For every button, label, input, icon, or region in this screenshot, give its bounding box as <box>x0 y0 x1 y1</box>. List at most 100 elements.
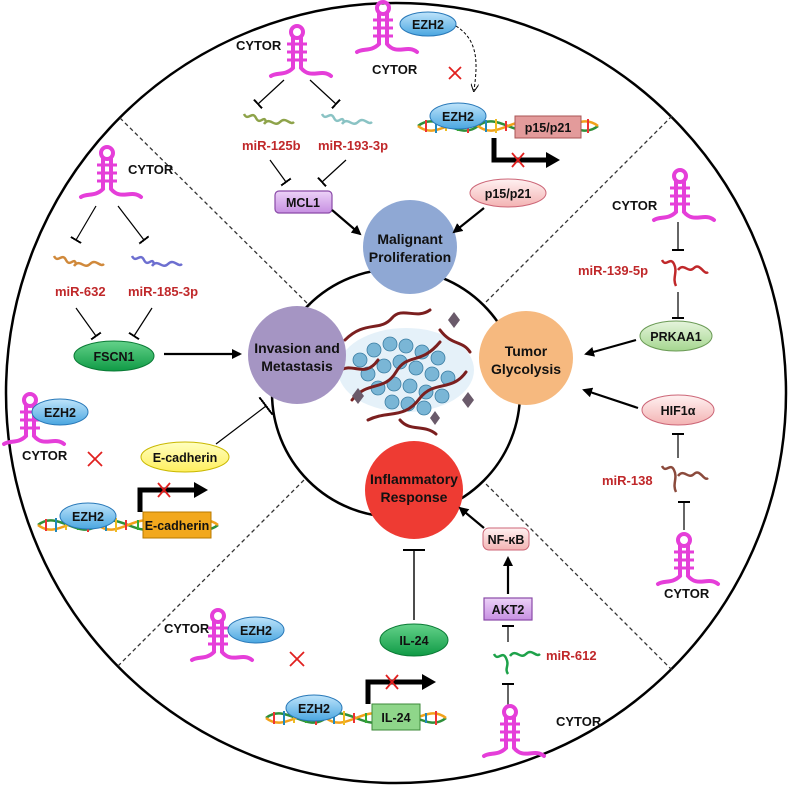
hub-tumor-glycolysis: Tumor Glycolysis <box>479 311 573 405</box>
prkaa1-label: PRKAA1 <box>650 330 701 344</box>
p15p21-protein-label: p15/p21 <box>485 187 532 201</box>
hub-malignant-proliferation: Malignant Proliferation <box>363 200 457 294</box>
nfkb-box <box>482 527 530 551</box>
ecadherin-gene-label: E-cadherin <box>145 519 210 533</box>
activate-edge <box>458 506 485 529</box>
mir-632-icon <box>52 255 105 267</box>
mir-139-label: miR-139-5p <box>578 263 648 278</box>
hub-label: Proliferation <box>369 249 451 265</box>
ezh2-label: EZH2 <box>298 702 330 716</box>
block-cross-icon <box>511 152 525 168</box>
mir-138-icon <box>660 465 709 493</box>
inhibit-edge <box>309 79 341 110</box>
hub-inflammatory-response: Inflammatory Response <box>365 441 463 539</box>
akt2-label: AKT2 <box>492 603 525 617</box>
ezh2-label: EZH2 <box>240 624 272 638</box>
mcl1-box <box>274 190 333 214</box>
left-sector: CYTOR miR-632 miR-185-3p FSCN1 EZH2 CYTO… <box>2 145 266 539</box>
block-cross-icon <box>87 451 103 467</box>
ezh2-protein <box>227 616 285 644</box>
prkaa1-protein <box>639 320 713 352</box>
tumor-tissue-image <box>336 308 474 436</box>
mcl1-label: MCL1 <box>286 196 320 210</box>
block-cross-icon <box>385 674 399 690</box>
activate-edge <box>582 387 639 410</box>
hub-label: Invasion and <box>254 340 340 356</box>
mir-612-icon <box>492 650 541 675</box>
inhibit-edge <box>253 79 285 110</box>
cytor-label: CYTOR <box>664 586 710 601</box>
inhibit-edge <box>215 406 266 445</box>
nfkb-label: NF-κB <box>488 533 525 547</box>
mir-185-label: miR-185-3p <box>128 284 198 299</box>
inhibit-edge <box>70 205 97 244</box>
top-sector: CYTOR miR-125b miR-193-3p MCL1 EZH2 CYTO… <box>236 0 600 236</box>
ezh2-protein <box>31 398 89 426</box>
ezh2-label: EZH2 <box>44 406 76 420</box>
sector-dividers <box>117 115 673 671</box>
ezh2-protein <box>429 102 487 130</box>
inhibit-edge <box>75 307 102 341</box>
activate-edge <box>331 209 362 236</box>
inhibit-edge <box>117 205 150 245</box>
mir-138-label: miR-138 <box>602 473 653 488</box>
fscn1-label: FSCN1 <box>94 350 135 364</box>
hif1a-label: HIF1α <box>661 404 696 418</box>
hub-label: Inflammatory <box>370 471 458 487</box>
hub-label: Response <box>381 489 448 505</box>
inhibit-edge <box>128 307 153 341</box>
hif1a-protein <box>641 394 715 426</box>
hub-label: Metastasis <box>261 358 333 374</box>
ezh2-protein <box>399 11 457 37</box>
ecadherin-protein <box>140 441 230 473</box>
inhibit-edge <box>269 159 292 187</box>
ezh2-protein <box>285 694 343 722</box>
activate-edge <box>452 207 485 234</box>
mir-125b-icon <box>242 113 295 125</box>
hub-label: Glycolysis <box>491 361 561 377</box>
transcription-arrow <box>137 487 196 512</box>
akt2-box <box>483 597 533 621</box>
mir-193-label: miR-193-3p <box>318 138 388 153</box>
block-cross-icon <box>448 66 462 80</box>
cytor-label: CYTOR <box>612 198 658 213</box>
ecadherin-label: E-cadherin <box>153 451 218 465</box>
p15p21-protein <box>469 178 547 208</box>
mir-632-label: miR-632 <box>55 284 106 299</box>
inhibit-edge <box>317 159 347 188</box>
cytor-label: CYTOR <box>372 62 418 77</box>
cytor-label: CYTOR <box>128 162 174 177</box>
block-cross-icon <box>157 482 171 498</box>
il24-protein <box>379 623 449 657</box>
mir-139-icon <box>660 259 709 287</box>
il24-label: IL-24 <box>399 634 428 648</box>
transcription-arrow <box>365 679 424 704</box>
mir-193-icon <box>320 113 373 125</box>
il24-gene-label: IL-24 <box>381 711 410 725</box>
ezh2-label: EZH2 <box>412 18 444 32</box>
dashed-arrow <box>455 25 476 90</box>
mir-612-label: miR-612 <box>546 648 597 663</box>
cytor-label: CYTOR <box>236 38 282 53</box>
hub-invasion-metastasis: Invasion and Metastasis <box>248 306 346 404</box>
ezh2-label: EZH2 <box>72 510 104 524</box>
cytor-label: CYTOR <box>164 621 210 636</box>
hub-label: Malignant <box>377 231 443 247</box>
cytor-label: CYTOR <box>22 448 68 463</box>
ecadherin-gene-box <box>142 511 212 539</box>
il24-gene-box <box>371 703 421 731</box>
block-cross-icon <box>289 651 305 667</box>
ezh2-label: EZH2 <box>442 110 474 124</box>
right-sector: CYTOR miR-139-5p PRKAA1 HIF1α miR-138 CY… <box>578 168 720 601</box>
transcription-arrow <box>491 138 548 163</box>
p15p21-gene-box <box>514 115 582 139</box>
bottom-sector: NF-κB AKT2 miR-612 CYTOR IL-24 CYTOR EZH… <box>164 506 602 758</box>
fscn1-protein <box>73 340 155 372</box>
hub-label: Tumor <box>505 343 548 359</box>
mir-125b-label: miR-125b <box>242 138 301 153</box>
mir-185-icon <box>130 255 183 267</box>
ezh2-protein <box>59 502 117 530</box>
cytor-label: CYTOR <box>556 714 602 729</box>
activate-edge <box>584 338 637 357</box>
